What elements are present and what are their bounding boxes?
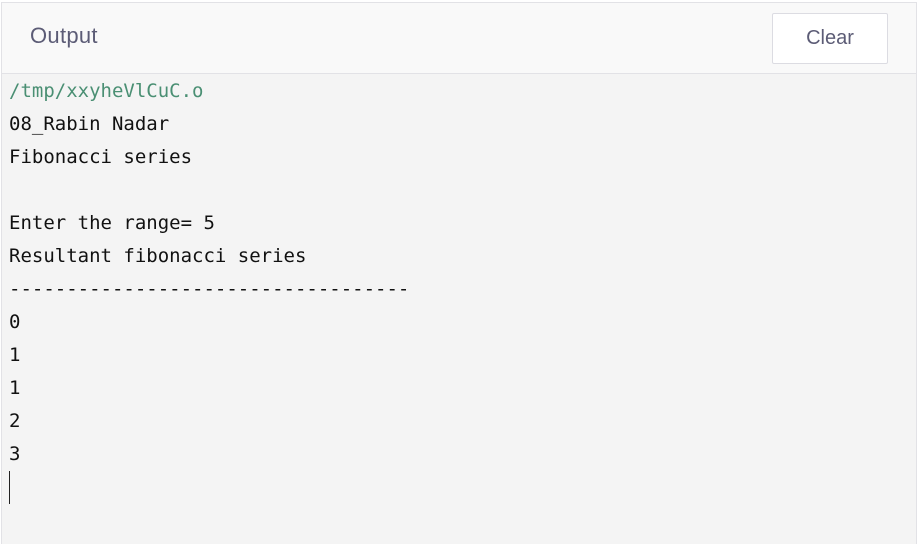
console-output[interactable]: /tmp/xxyheVlCuC.o 08_Rabin Nadar Fibonac… xyxy=(9,75,916,544)
console-line: Resultant fibonacci series xyxy=(9,245,307,267)
output-title: Output xyxy=(30,23,98,48)
output-header: Output Clear xyxy=(2,3,916,74)
console-line: 3 xyxy=(9,443,21,465)
console-line: Enter the range= 5 xyxy=(9,212,215,234)
console-line: 2 xyxy=(9,410,21,432)
console-line: 0 xyxy=(9,311,21,333)
console-line: 08_Rabin Nadar xyxy=(9,113,170,135)
console-line xyxy=(9,174,916,207)
console-line: Fibonacci series xyxy=(9,146,193,168)
console-line: 1 xyxy=(9,344,21,366)
clear-button[interactable]: Clear xyxy=(772,13,888,64)
text-cursor xyxy=(9,471,10,504)
input-line[interactable] xyxy=(9,471,916,504)
executable-path-line: /tmp/xxyheVlCuC.o xyxy=(9,80,204,102)
console-line: ----------------------------------- xyxy=(9,278,410,300)
console-line: 1 xyxy=(9,377,21,399)
